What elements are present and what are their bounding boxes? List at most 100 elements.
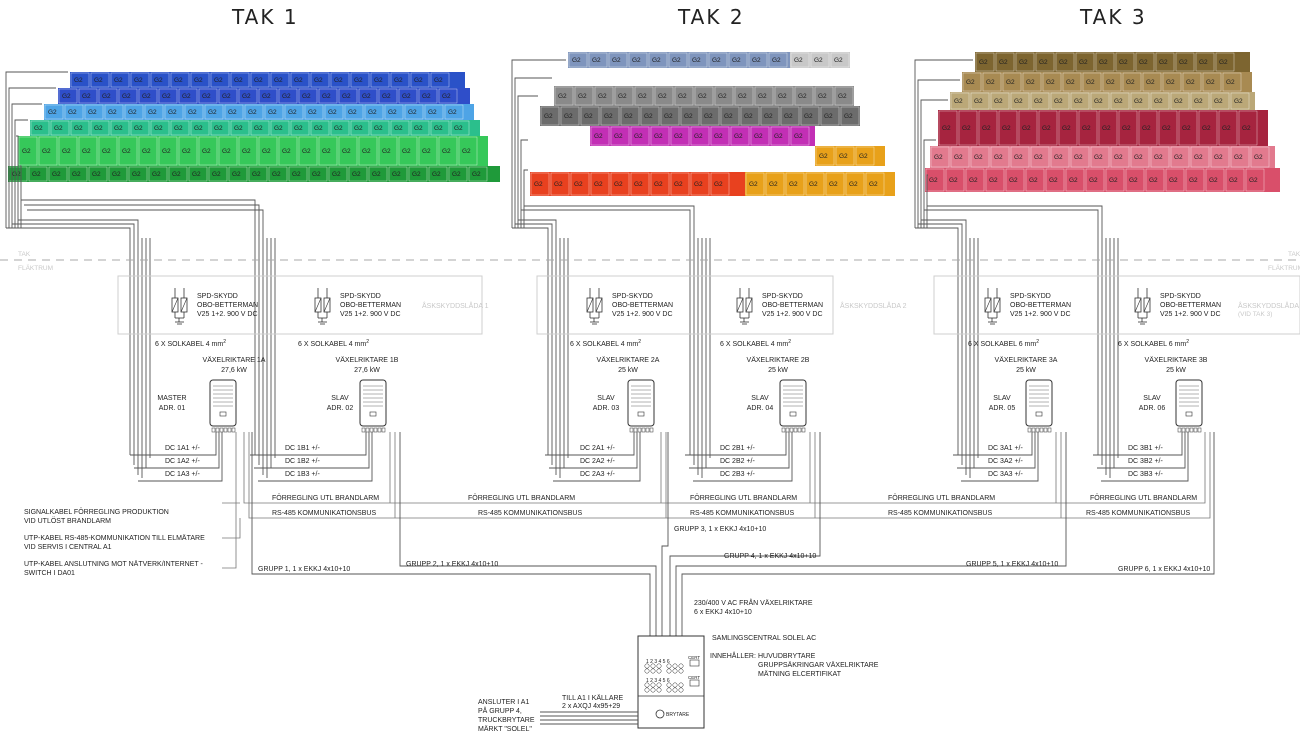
panel-tag: G2	[994, 154, 1003, 161]
panel-tag: G2	[1174, 98, 1183, 105]
panel-tag: G2	[1194, 98, 1203, 105]
inverter-role-1-2: SLAV	[331, 395, 349, 402]
panel-tag: G2	[74, 77, 83, 84]
inverter-power-2-1: 25 kW	[618, 367, 638, 374]
bus-alarm-5: FÖRREGLING UTL BRANDLARM	[1090, 494, 1197, 502]
central-content-2: GRUPPSÄKRINGAR VÄXELRIKTARE	[758, 661, 879, 669]
panel-tag: G2	[1114, 154, 1123, 161]
panel-tag: G2	[174, 125, 183, 132]
panel-tag: G2	[322, 148, 331, 155]
panel-tag: G2	[564, 113, 573, 120]
panel-tag: G2	[1226, 79, 1235, 86]
panel-tag: G2	[714, 181, 723, 188]
panel-tag: G2	[598, 93, 607, 100]
panel-tag: G2	[222, 93, 231, 100]
panel-tag: G2	[1222, 125, 1231, 132]
panel-tag: G2	[1122, 125, 1131, 132]
dc-string-2-1-1: DC 2A1 +/-	[580, 445, 615, 452]
group-2-label: GRUPP 2, 1 x EKKJ 4x10+10	[406, 561, 498, 568]
panel-tag: G2	[68, 109, 77, 116]
panel-tag: G2	[262, 93, 271, 100]
panel-tag: G2	[1182, 125, 1191, 132]
panel-tag: G2	[824, 113, 833, 120]
panel-tag: G2	[1129, 177, 1138, 184]
spd-label-3-2-1: SPD-SKYDD	[1160, 293, 1201, 300]
panel-tag: G2	[262, 148, 271, 155]
panel-tag: G2	[664, 113, 673, 120]
panel-tag: G2	[392, 171, 401, 178]
panel-tag: G2	[102, 93, 111, 100]
panel-tag: G2	[1089, 177, 1098, 184]
spd-surge-protector-icon	[736, 288, 753, 325]
spd-label-1-2-2: OBO-BETTERMAN	[340, 302, 401, 309]
note-alarm-line2: VID UTLÖST BRANDLARM	[24, 517, 111, 525]
panel-tag: G2	[544, 113, 553, 120]
spd-label-1-1-3: V25 1+2. 900 V DC	[197, 311, 258, 318]
panel-tag: G2	[362, 148, 371, 155]
panel-tag: G2	[252, 171, 261, 178]
panel-tag: G2	[652, 57, 661, 64]
panel-tag: G2	[724, 113, 733, 120]
panel-tag: G2	[1214, 98, 1223, 105]
panel-tag: G2	[422, 93, 431, 100]
panel-tag: G2	[744, 113, 753, 120]
inverter-role-2-2: SLAV	[751, 395, 769, 402]
spd-label-2-1-2: OBO-BETTERMAN	[612, 302, 673, 309]
panel-tag: G2	[1166, 79, 1175, 86]
panel-tag: G2	[1169, 177, 1178, 184]
panel-tag: G2	[1189, 177, 1198, 184]
panel-tag: G2	[452, 171, 461, 178]
spd-box-label-2: ÅSKSKYDDSLÅDA 2	[840, 301, 907, 310]
panel-tag: G2	[448, 109, 457, 116]
panel-tag: G2	[82, 93, 91, 100]
panel-tag: G2	[234, 125, 243, 132]
panel-tag: G2	[1062, 125, 1071, 132]
panel-tag: G2	[844, 113, 853, 120]
panel-tag: G2	[114, 125, 123, 132]
bus-alarm-1: FÖRREGLING UTL BRANDLARM	[272, 494, 379, 502]
panel-tag: G2	[122, 93, 131, 100]
panel-tag: G2	[454, 125, 463, 132]
outgoing-feed	[540, 711, 638, 725]
spd-label-3-1-2: OBO-BETTERMAN	[1010, 302, 1071, 309]
central-contains-label: INNEHÅLLER:	[710, 651, 756, 660]
panel-tag: G2	[1119, 59, 1128, 66]
inverter-name-3-1: VÄXELRIKTARE 3A	[995, 356, 1058, 364]
panel-tag: G2	[308, 109, 317, 116]
panel-tag: G2	[999, 59, 1008, 66]
panel-tag: G2	[274, 77, 283, 84]
cable-label-3-1: 6 X SOLKABEL 6 mm2	[968, 339, 1039, 348]
panel-tag: G2	[1179, 59, 1188, 66]
panel-tag: G2	[432, 171, 441, 178]
panel-tag: G2	[1079, 59, 1088, 66]
ac-feeders	[251, 432, 1215, 638]
panel-tag: G2	[634, 181, 643, 188]
panel-tag: G2	[834, 57, 843, 64]
panel-tag: G2	[388, 109, 397, 116]
inverter-name-1-2: VÄXELRIKTARE 1B	[336, 356, 399, 364]
panel-tag: G2	[368, 109, 377, 116]
ac-feed-line1: 230/400 V AC FRÅN VÄXELRIKTARE	[694, 598, 813, 607]
panel-tag: G2	[202, 93, 211, 100]
note-network-line1: UTP-KABEL ANSLUTNING MOT NÄTVERK/INTERNE…	[24, 560, 203, 568]
panel-tag: G2	[328, 109, 337, 116]
panel-tag: G2	[154, 125, 163, 132]
bus-rs485-3: RS-485 KOMMUNIKATIONSBUS	[690, 510, 794, 517]
panel-tag: G2	[354, 125, 363, 132]
inverter-icon	[1025, 379, 1053, 433]
panel-tag: G2	[94, 77, 103, 84]
panel-tag: G2	[72, 171, 81, 178]
panel-tag: G2	[1249, 177, 1258, 184]
spd-label-3-1-3: V25 1+2. 900 V DC	[1010, 311, 1071, 318]
central-content-1: HUVUDBRYTARE	[758, 653, 816, 660]
panel-tag: G2	[1234, 98, 1243, 105]
ac-feed-line2: 6 x EKKJ 4x10+10	[694, 609, 752, 616]
panel-tag: G2	[594, 133, 603, 140]
panel-tag: G2	[966, 79, 975, 86]
